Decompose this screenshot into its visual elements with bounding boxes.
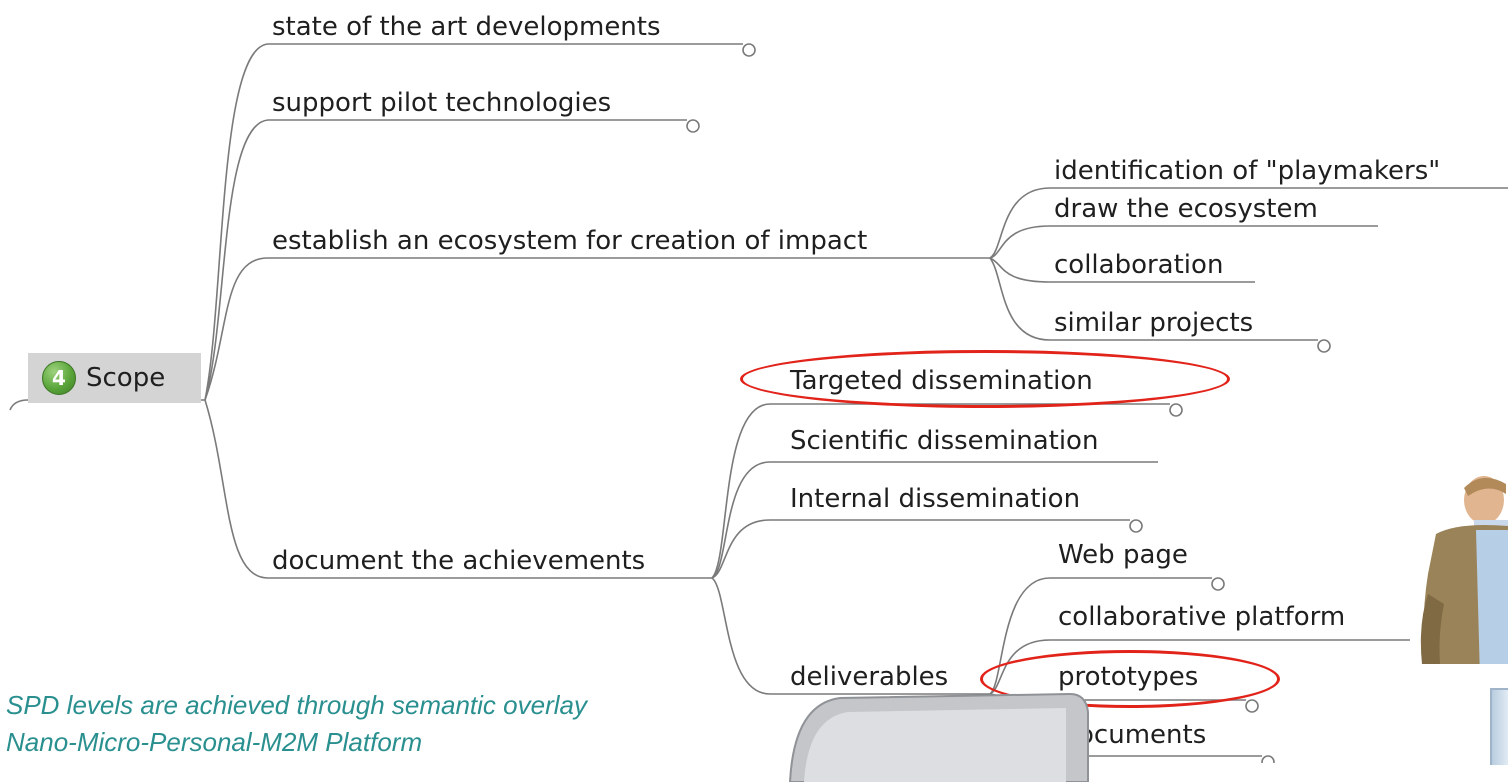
connector-state <box>204 43 743 401</box>
node-establish-ecosystem[interactable]: establish an ecosystem for creation of i… <box>272 226 868 256</box>
connector-collabplatform <box>989 639 1410 695</box>
node-collaborative-platform[interactable]: collaborative platform <box>1058 602 1346 632</box>
node-draw-ecosystem[interactable]: draw the ecosystem <box>1054 194 1318 224</box>
node-web-page[interactable]: Web page <box>1058 540 1188 570</box>
node-deliverables[interactable]: deliverables <box>790 662 949 692</box>
connector-scientific <box>711 461 1158 579</box>
node-scientific-dissemination[interactable]: Scientific dissemination <box>790 426 1099 456</box>
device-image <box>770 692 1090 782</box>
node-collaboration[interactable]: collaboration <box>1054 250 1224 280</box>
root-label: Scope <box>86 363 166 393</box>
fold-marker-webpage <box>1211 577 1225 591</box>
person-photo <box>1418 474 1508 678</box>
node-state-of-the-art[interactable]: state of the art developments <box>272 12 661 42</box>
fold-marker-similar <box>1317 339 1331 353</box>
fold-marker-prototypes <box>1245 699 1259 713</box>
mindmap-connectors <box>9 43 1508 763</box>
connector-document <box>204 399 712 579</box>
priority-4-icon: 4 <box>42 361 76 395</box>
connector-webpage <box>989 577 1212 695</box>
fold-marker-targeted <box>1169 403 1183 417</box>
fold-marker-documents <box>1261 755 1275 763</box>
node-targeted-dissemination[interactable]: Targeted dissemination <box>790 366 1093 396</box>
connector-deliverables <box>711 577 990 695</box>
fold-marker-state <box>742 43 756 57</box>
caption-line-2: Nano-Micro-Personal-M2M Platform <box>6 727 423 757</box>
connector-collab <box>989 257 1255 283</box>
fold-marker-support <box>686 119 700 133</box>
node-prototypes[interactable]: prototypes <box>1058 662 1199 692</box>
connector-ecosystem <box>204 257 990 401</box>
root-node-scope[interactable]: 4 Scope <box>28 353 201 403</box>
connector-draw <box>989 225 1378 259</box>
node-support-pilot[interactable]: support pilot technologies <box>272 88 612 118</box>
node-internal-dissemination[interactable]: Internal dissemination <box>790 484 1081 514</box>
node-similar-projects[interactable]: similar projects <box>1054 308 1254 338</box>
node-identification-playmakers[interactable]: identification of "playmakers" <box>1054 156 1441 186</box>
connector-support <box>204 119 687 401</box>
node-document-achievements[interactable]: document the achievements <box>272 546 646 576</box>
root-connector <box>9 399 205 411</box>
fold-marker-internal <box>1129 519 1143 533</box>
connector-playmakers <box>989 187 1508 259</box>
caption-line-1: SPD levels are achieved through semantic… <box>6 690 587 720</box>
connector-internal <box>711 519 1130 579</box>
page-thumbnail-image <box>1490 688 1508 765</box>
connector-similar <box>989 257 1318 341</box>
